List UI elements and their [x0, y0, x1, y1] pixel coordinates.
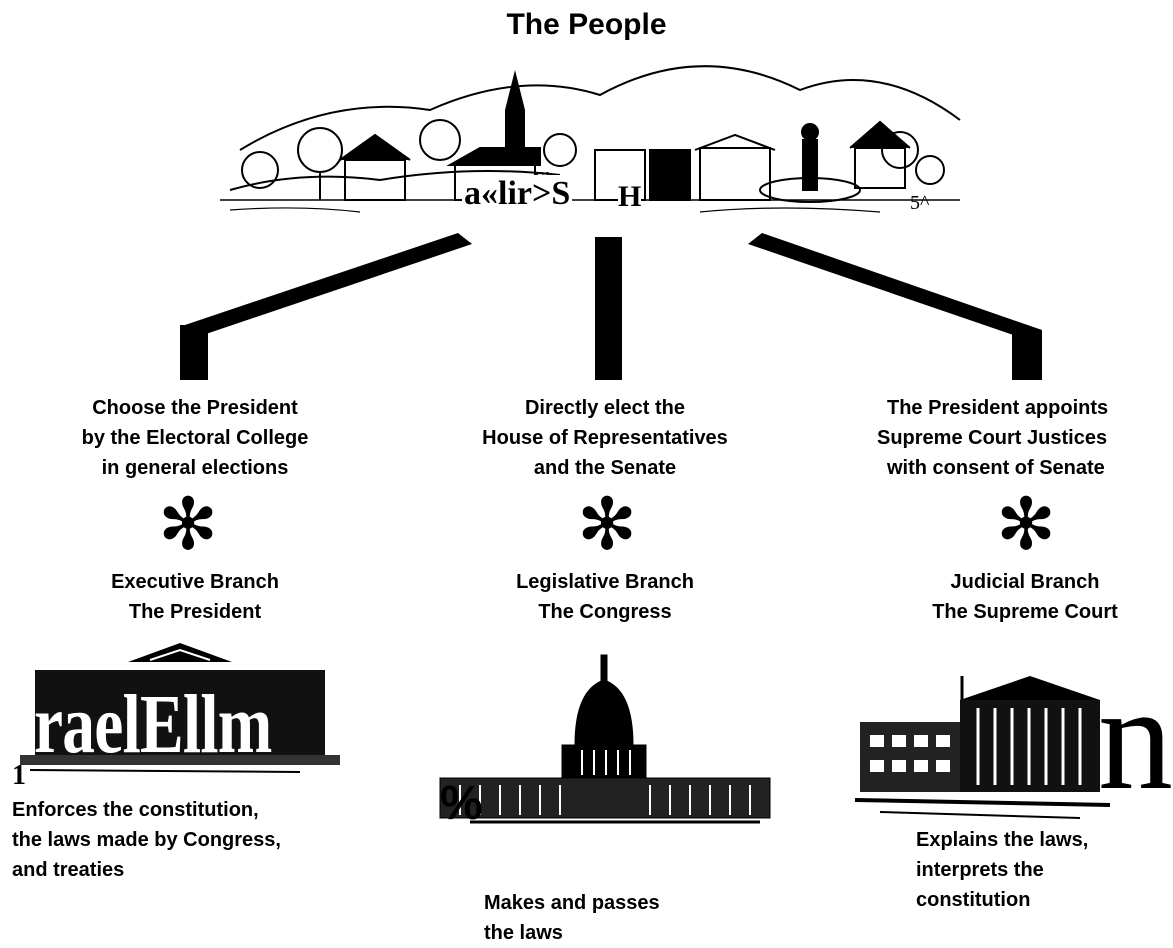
legislative-selection-text: Directly elect the House of Representati… [405, 393, 805, 483]
legislative-selection-line-3: and the Senate [533, 457, 677, 479]
judicial-corner-mark: n [1098, 655, 1173, 821]
executive-role-text: Enforces the constitution, the laws made… [12, 795, 281, 885]
legislative-asterisk-icon: ✻ [576, 482, 638, 566]
judicial-selection-text: The President appoints Supreme Court Jus… [865, 393, 1173, 483]
connector-left-diagonal [185, 233, 472, 336]
legislative-corner-mark: % [440, 777, 483, 830]
village-label-c: H [618, 180, 642, 214]
village-label-b: a«lir>S [462, 175, 573, 213]
executive-selection-text: Choose the President by the Electoral Co… [0, 393, 390, 483]
judicial-role-line-2: interprets the [916, 859, 1044, 881]
legislative-branch-body: The Congress [538, 601, 672, 623]
capitol-illustration [439, 654, 771, 824]
executive-selection-line-3: in general elections [101, 457, 289, 479]
judicial-selection-line-1: The President appoints [887, 397, 1109, 419]
judicial-selection-line-3: with consent of Senate [887, 457, 1105, 479]
connector-left-vertical [180, 325, 208, 380]
executive-role-line-2: the laws made by Congress, [12, 829, 281, 851]
executive-role-line-3: and treaties [12, 859, 125, 881]
connector-right-vertical [1012, 330, 1042, 380]
white-house-sign-text: raelEllm [34, 678, 272, 771]
connector-bars [180, 233, 1042, 380]
judicial-branch-title: Judicial Branch The Supreme Court [880, 567, 1170, 627]
legislative-selection-line-2: House of Representatives [482, 427, 728, 449]
connector-center-vertical [595, 237, 622, 380]
legislative-role-line-1: Makes and passes [484, 892, 660, 914]
legislative-selection-line-1: Directly elect the [524, 397, 686, 419]
judicial-role-line-3: constitution [916, 889, 1031, 911]
supreme-court-illustration [854, 676, 1111, 819]
executive-role-line-1: Enforces the constitution, [12, 799, 259, 821]
village-label-d: 5^ [910, 192, 930, 214]
village-illustration [220, 65, 961, 213]
judicial-selection-line-2: Supreme Court Justices [877, 427, 1108, 449]
executive-selection-line-2: by the Electoral College [81, 427, 309, 449]
legislative-branch-name: Legislative Branch [516, 571, 694, 593]
judicial-branch-name: Judicial Branch [950, 571, 1100, 593]
executive-asterisk-icon: ✻ [157, 482, 219, 566]
executive-corner-mark: 1 [12, 760, 26, 791]
executive-branch-body: The President [128, 601, 262, 623]
judicial-branch-body: The Supreme Court [932, 601, 1118, 623]
white-house-illustration [20, 643, 340, 773]
judicial-asterisk-icon: ✻ [995, 482, 1057, 566]
connector-right-diagonal [748, 233, 1042, 340]
executive-selection-line-1: Choose the President [92, 397, 298, 419]
legislative-role-text: Makes and passes the laws [484, 888, 660, 948]
judicial-role-line-1: Explains the laws, [916, 829, 1089, 851]
judicial-role-text: Explains the laws, interprets the consti… [916, 825, 1088, 915]
executive-branch-title: Executive Branch The President [0, 567, 390, 627]
page-title: The People [506, 8, 667, 41]
legislative-branch-title: Legislative Branch The Congress [405, 567, 805, 627]
executive-branch-name: Executive Branch [111, 571, 279, 593]
legislative-role-line-2: the laws [484, 922, 563, 944]
